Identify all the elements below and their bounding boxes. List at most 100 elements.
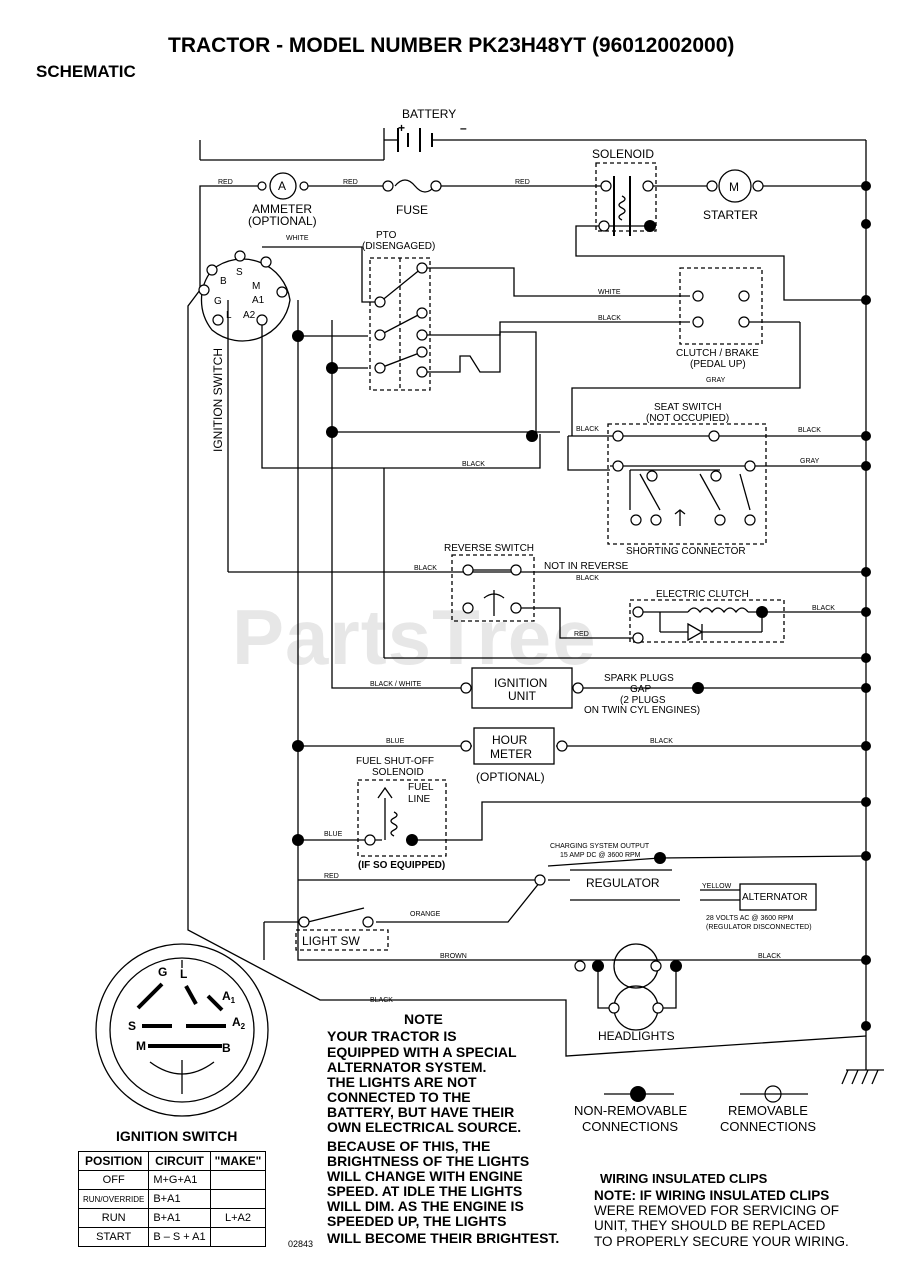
note-line: EQUIPPED WITH A SPECIAL (327, 1044, 517, 1060)
ammeter-symbol: A (278, 179, 286, 193)
wire-label: RED (343, 179, 358, 186)
seat-switch-state-label: (NOT OCCUPIED) (646, 413, 729, 424)
spark-plugs-label-3: (2 PLUGS (620, 695, 666, 706)
pto-state-label: (DISENGAGED) (362, 241, 435, 252)
terminal-g: G (214, 296, 222, 307)
table-cell: B+A1 (148, 1189, 211, 1209)
table-row: OFF M+G+A1 (77, 1170, 267, 1190)
clips-line: TO PROPERLY SECURE YOUR WIRING. (594, 1234, 849, 1249)
wire-label: BLUE (324, 831, 343, 838)
legend-removable-1: REMOVABLE (728, 1103, 808, 1118)
note-line: OWN ELECTRICAL SOURCE. (327, 1119, 521, 1135)
note-line: SPEEDED UP, THE LIGHTS (327, 1213, 506, 1229)
table-cell: L+A2 (209, 1208, 267, 1228)
table-cell: START (77, 1227, 150, 1247)
ignition-switch-vertical-label: IGNITION SWITCH (211, 348, 225, 452)
big-terminal-a1: A1 (222, 989, 236, 1005)
table-cell (209, 1170, 267, 1190)
fuse-label: FUSE (396, 203, 428, 217)
wire-label: BROWN (440, 953, 467, 960)
wire-label: BLACK (598, 315, 621, 322)
charging-output-label-2: 15 AMP DC @ 3600 RPM (560, 852, 641, 859)
spark-plugs-label-2: GAP (630, 684, 651, 695)
note-line: SPEED. AT IDLE THE LIGHTS (327, 1183, 522, 1199)
table-header-row: POSITION CIRCUIT "MAKE" (77, 1151, 267, 1171)
table-cell: B – S + A1 (148, 1227, 211, 1247)
wire-label: BLACK / WHITE (370, 681, 422, 688)
wire-label: YELLOW (702, 883, 732, 890)
table-row: START B – S + A1 (77, 1227, 267, 1247)
shorting-connector-label: SHORTING CONNECTOR (626, 546, 746, 557)
note-line: WILL BECOME THEIR BRIGHTEST. (327, 1230, 559, 1246)
big-terminal-m: M (136, 1039, 146, 1053)
hour-meter-optional-label: (OPTIONAL) (476, 770, 545, 784)
table-cell (209, 1227, 267, 1247)
fuel-line-label-1: FUEL (408, 782, 434, 793)
table-row: RUN/OVERRIDE B+A1 (77, 1189, 267, 1209)
seat-switch-label: SEAT SWITCH (654, 402, 721, 413)
not-in-reverse-label: NOT IN REVERSE (544, 561, 629, 572)
starter-label: STARTER (703, 208, 758, 222)
clutch-brake-label: CLUTCH / BRAKE (676, 348, 759, 359)
table-row: RUN B+A1 L+A2 (77, 1208, 267, 1228)
note-line: THE LIGHTS ARE NOT (327, 1074, 477, 1090)
hour-meter-label-1: HOUR (492, 733, 528, 747)
wire-label: GRAY (800, 458, 820, 465)
page-subtitle: SCHEMATIC (36, 62, 136, 81)
wire-label: BLACK (576, 426, 599, 433)
pto-label: PTO (376, 230, 397, 241)
note-line: ALTERNATOR SYSTEM. (327, 1059, 486, 1075)
note-line: CONNECTED TO THE (327, 1089, 471, 1105)
reverse-switch-label: REVERSE SWITCH (444, 543, 534, 554)
wire-label: BLACK (650, 738, 673, 745)
clips-line: NOTE: IF WIRING INSULATED CLIPS (594, 1188, 829, 1203)
hour-meter-label-2: METER (490, 747, 532, 761)
if-equipped-label: (IF SO EQUIPPED) (358, 860, 445, 871)
wire-label: WHITE (598, 289, 621, 296)
clips-line: UNIT, THEY SHOULD BE REPLACED (594, 1218, 826, 1233)
spark-plugs-label-1: SPARK PLUGS (604, 673, 674, 684)
light-switch-label: LIGHT SW (302, 934, 360, 948)
terminal-s: S (236, 267, 243, 278)
wire-label: RED (324, 873, 339, 880)
wire-label: BLACK (414, 565, 437, 572)
ignition-unit-label-2: UNIT (508, 689, 537, 703)
table-cell: M+G+A1 (148, 1170, 211, 1190)
clips-line: WERE REMOVED FOR SERVICING OF (594, 1203, 839, 1218)
note-line: BRIGHTNESS OF THE LIGHTS (327, 1153, 529, 1169)
non-removable-connections (292, 181, 871, 1102)
big-terminal-b: B (222, 1041, 231, 1055)
battery-positive: + (398, 121, 405, 135)
wire-label: BLACK (758, 953, 781, 960)
ignition-unit-label-1: IGNITION (494, 676, 547, 690)
wire-label: RED (574, 631, 589, 638)
table-header: POSITION (77, 1151, 150, 1171)
terminal-l: L (226, 310, 232, 321)
note-line: WILL DIM. AS THE ENGINE IS (327, 1198, 524, 1214)
wire-label: ORANGE (410, 911, 441, 918)
headlights-label: HEADLIGHTS (598, 1029, 675, 1043)
terminal-a2: A2 (243, 310, 256, 321)
removable-connections (198, 180, 782, 1103)
drawing-code: 02843 (288, 1239, 314, 1249)
wire-label: RED (515, 179, 530, 186)
fuel-solenoid-label-1: FUEL SHUT-OFF (356, 756, 434, 767)
ignition-table-title: IGNITION SWITCH (116, 1128, 238, 1144)
big-terminal-s: S (128, 1019, 136, 1033)
wire-label: BLACK (370, 997, 393, 1004)
ignition-switch-table: POSITION CIRCUIT "MAKE" OFF M+G+A1 RUN/O… (77, 1151, 267, 1247)
table-header: CIRCUIT (148, 1151, 211, 1171)
wire-label: BLACK (576, 575, 599, 582)
terminal-a1: A1 (252, 295, 265, 306)
wire-label: BLUE (386, 738, 405, 745)
battery-negative: – (460, 121, 467, 135)
fuel-line-label-2: LINE (408, 794, 431, 805)
note-line: YOUR TRACTOR IS (327, 1028, 457, 1044)
wire-label: BLACK (798, 427, 821, 434)
clips-heading: WIRING INSULATED CLIPS (600, 1171, 768, 1186)
ammeter-optional-label: (OPTIONAL) (248, 214, 317, 228)
wire-label: WHITE (286, 235, 309, 242)
fuel-solenoid-label-2: SOLENOID (372, 767, 424, 778)
